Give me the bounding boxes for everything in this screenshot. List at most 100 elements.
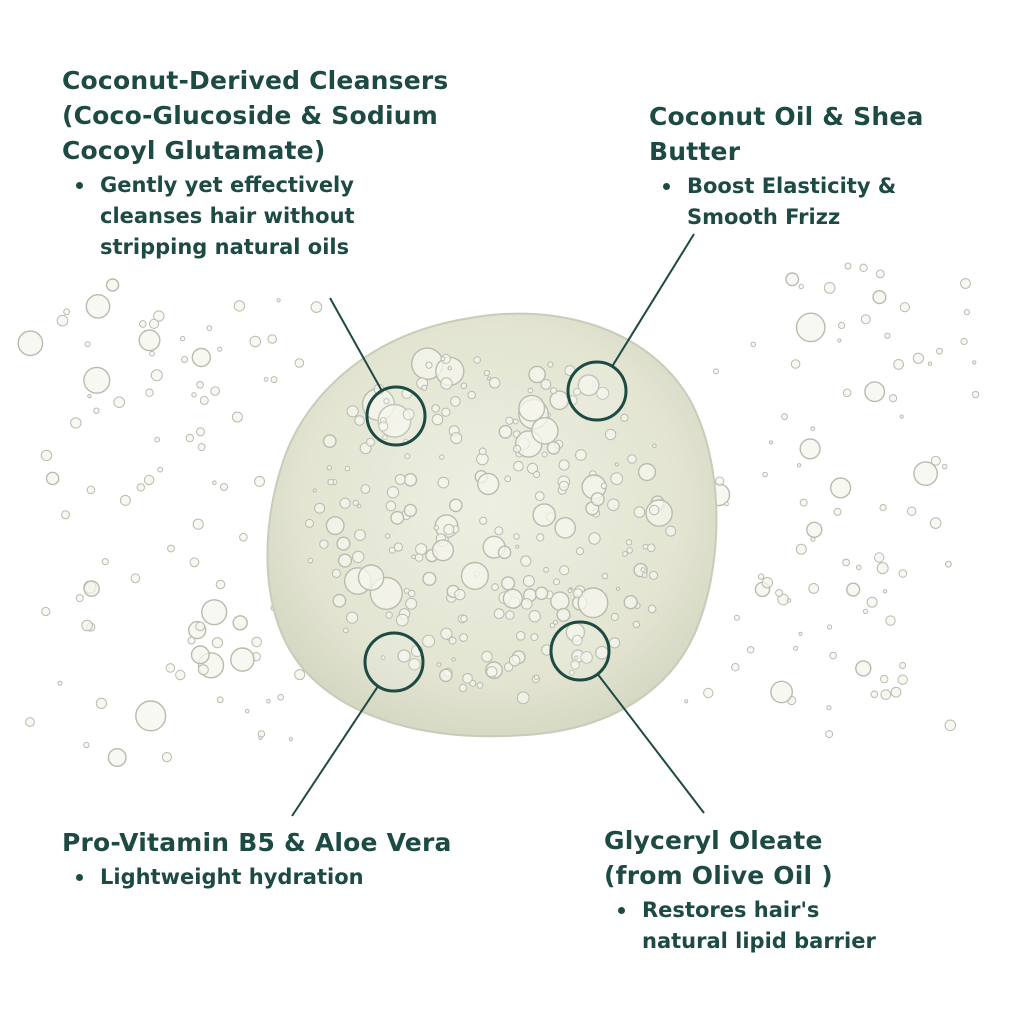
bubble: [70, 417, 82, 429]
gel-bubble: [352, 550, 365, 564]
bubble: [882, 589, 888, 594]
bubble: [157, 466, 164, 473]
gel-bubble: [454, 588, 466, 601]
gel-bubble: [577, 374, 600, 397]
bubble: [941, 463, 948, 470]
bubble: [889, 394, 898, 403]
gel-bubble: [436, 662, 442, 667]
bubble: [731, 663, 740, 672]
gel-bubble: [383, 398, 390, 405]
callout-bullet: Lightweight hydration: [62, 862, 512, 893]
gel-bubble: [421, 384, 428, 391]
gel-bubble: [448, 498, 463, 513]
bubble: [825, 730, 834, 739]
gel-bubble: [604, 428, 617, 441]
gel-bubble: [336, 536, 351, 551]
gel-bubble: [502, 588, 523, 609]
gel-bubble: [422, 634, 436, 648]
bubble: [944, 560, 952, 568]
gel-bubble: [327, 478, 335, 486]
gel-bubble: [513, 460, 524, 472]
bubble: [860, 314, 871, 325]
gel-bubble: [626, 547, 634, 554]
gel-bubble: [531, 416, 559, 445]
bubble: [907, 506, 917, 516]
gel-bubble: [623, 595, 638, 610]
gel-bubble: [342, 627, 349, 634]
bubble: [197, 664, 209, 676]
gel-bubble: [357, 503, 362, 509]
gel-bubble: [479, 516, 488, 525]
gel-bubble: [614, 462, 619, 467]
bubble: [143, 474, 155, 486]
gel-bubble: [590, 492, 605, 507]
bubble: [862, 608, 869, 615]
lens-coconut-oil-shea-butter: [566, 360, 628, 422]
gel-bubble: [385, 611, 393, 619]
gel-bubble: [385, 500, 397, 512]
gel-bubble: [633, 506, 646, 518]
gel-bubble: [637, 463, 657, 482]
gel-bubble: [516, 691, 530, 705]
bubble: [786, 598, 792, 603]
bubble: [288, 737, 293, 742]
gel-bubble: [447, 366, 452, 371]
gel-bubble: [346, 405, 359, 418]
bubble: [880, 689, 892, 700]
gel-bubble: [527, 387, 534, 394]
gel-bubble: [647, 543, 656, 553]
gel-bubble: [596, 386, 610, 400]
bubble: [150, 369, 163, 382]
title-line: Glyceryl Oleate: [604, 826, 823, 855]
gel-bubble: [512, 444, 522, 453]
gel-bubble: [559, 565, 570, 576]
bubble: [216, 696, 224, 704]
gel-bubble: [504, 475, 512, 483]
bubble: [231, 411, 243, 423]
bubble: [806, 521, 823, 538]
bubble: [191, 347, 212, 368]
gel-bubble: [503, 662, 514, 672]
gel-bubble: [459, 633, 468, 642]
bubble: [187, 636, 196, 645]
bubble: [785, 272, 800, 287]
bubble: [963, 309, 971, 316]
bubble: [294, 358, 305, 368]
bubble: [872, 290, 887, 305]
bubble: [84, 341, 91, 348]
bubble: [145, 388, 154, 397]
gel-bubble: [609, 637, 621, 649]
gel-bubble: [486, 666, 498, 678]
bullet-line: natural lipid barrier: [642, 929, 876, 953]
bubble: [185, 433, 195, 443]
title-line: (from Olive Oil ): [604, 861, 833, 890]
bubble: [884, 332, 891, 339]
gel-bubble: [568, 669, 575, 676]
bubble-scatter-left: [17, 278, 331, 768]
gel-bubble: [541, 451, 548, 458]
gel-bubble: [440, 356, 446, 362]
gel-bubble: [422, 571, 437, 586]
callout-bullets: Restores hair's natural lipid barrier: [604, 895, 1004, 957]
bubble: [899, 414, 904, 419]
lens-pro-vitamin-b5-aloe-vera: [363, 631, 425, 693]
gel-bubble: [441, 407, 451, 417]
gel-bubble: [378, 421, 389, 432]
bubble: [838, 321, 846, 329]
bubble: [81, 619, 93, 632]
bubble: [17, 330, 44, 357]
callout-coconut-oil-shea-butter: Coconut Oil & Shea Butter Boost Elastici…: [649, 99, 979, 233]
bubble: [826, 624, 833, 630]
callout-coconut-derived-cleansers: Coconut-Derived Cleansers (Coco-Glucosid…: [62, 63, 512, 263]
bubble: [844, 262, 852, 270]
bubble: [179, 335, 186, 342]
gel-bubble: [450, 432, 463, 445]
bubble: [57, 680, 63, 686]
bubble: [153, 310, 165, 322]
bubble: [733, 614, 740, 621]
callout-glyceryl-oleate: Glyceryl Oleate (from Olive Oil ) Restor…: [604, 823, 1004, 957]
bubble: [866, 596, 878, 608]
bubble: [684, 699, 689, 704]
gel-bubble: [665, 525, 677, 537]
gel-bubble: [571, 634, 583, 646]
